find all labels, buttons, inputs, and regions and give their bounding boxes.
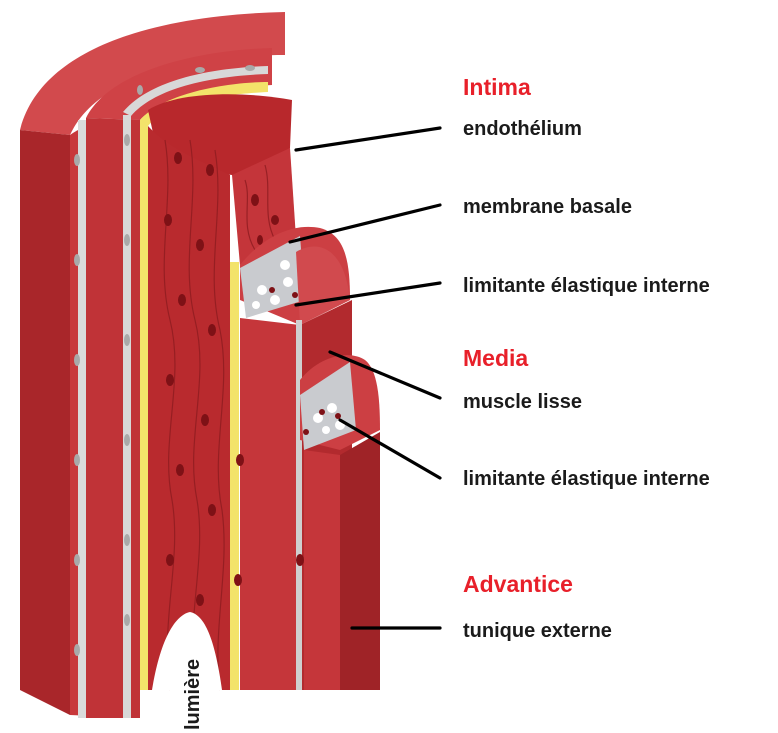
lumen-label: lumière bbox=[182, 659, 204, 730]
leader-basal-membrane bbox=[290, 205, 440, 242]
adventitia-body bbox=[20, 130, 70, 715]
elastic-lamina-1-label: limitante élastique interne bbox=[463, 275, 710, 297]
adventitia-title: Advantice bbox=[463, 571, 573, 597]
endothelium-label: endothélium bbox=[463, 118, 582, 140]
basal-membrane-label: membrane basale bbox=[463, 196, 632, 218]
intima-title: Intima bbox=[463, 74, 531, 100]
leader-endothelium bbox=[296, 128, 440, 150]
external-tunic-label: tunique externe bbox=[463, 620, 612, 642]
smooth-muscle-label: muscle lisse bbox=[463, 391, 582, 413]
elastic-lamina-2-label: limitante élastique interne bbox=[463, 468, 710, 490]
media-title: Media bbox=[463, 345, 528, 371]
